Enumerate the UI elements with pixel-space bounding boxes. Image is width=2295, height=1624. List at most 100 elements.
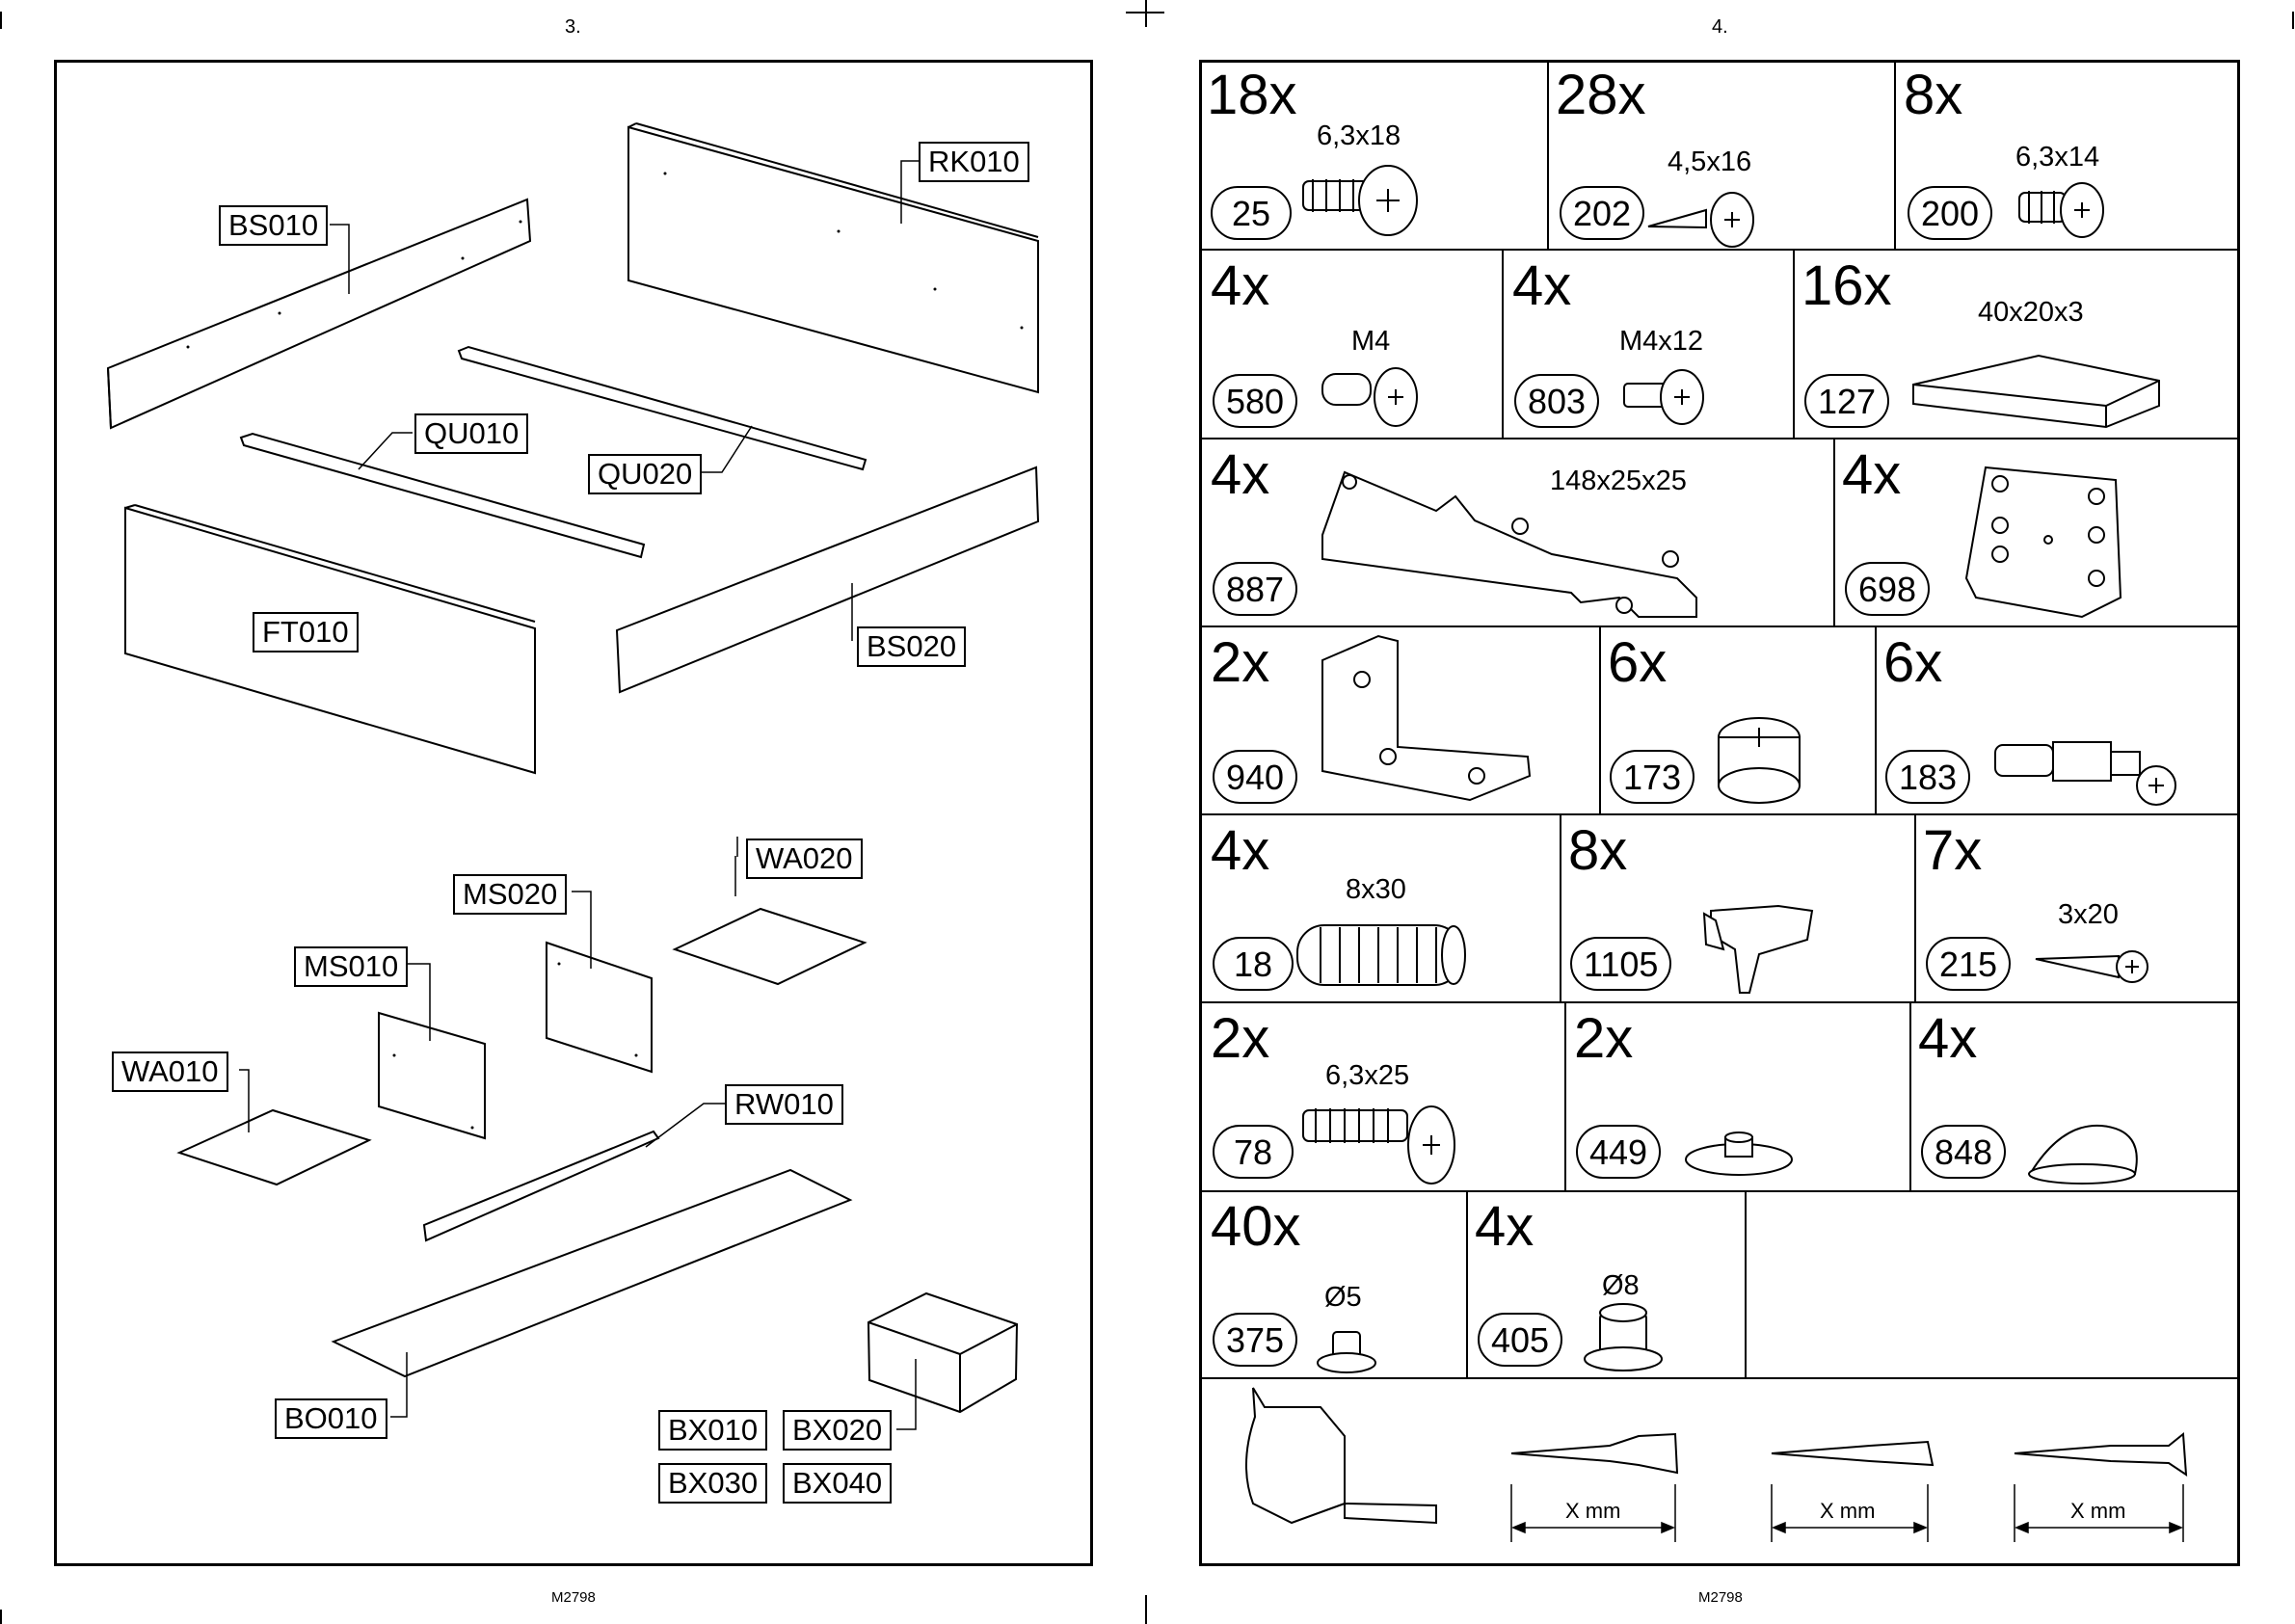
part-number-405: 405	[1478, 1313, 1563, 1367]
label-wa020: WA020	[746, 839, 863, 879]
crop-mark	[2292, 12, 2294, 29]
bolt-icon	[1623, 369, 1704, 425]
size-78: 6,3x25	[1325, 1060, 1410, 1091]
panel-ms010	[378, 1011, 486, 1140]
crop-mark	[1126, 12, 1164, 13]
part-number-215: 215	[1926, 937, 2012, 991]
size-127: 40x20x3	[1978, 297, 2084, 328]
shelf-support-icon	[1702, 904, 1814, 994]
insert-nut-icon	[1584, 1303, 1663, 1371]
size-375: Ø5	[1324, 1282, 1362, 1313]
bed-bracket-icon	[1321, 470, 1697, 618]
qty-127: 16x	[1801, 254, 1892, 317]
qty-183: 6x	[1883, 631, 1943, 694]
qty-405: 4x	[1475, 1195, 1534, 1258]
part-number-202: 202	[1560, 186, 1645, 240]
label-ms020: MS020	[453, 874, 568, 915]
label-rw010: RW010	[725, 1084, 843, 1125]
size-18: 8x30	[1346, 874, 1406, 905]
label-bx020: BX020	[783, 1410, 893, 1451]
size-580: M4	[1351, 326, 1391, 357]
footer-code-right: M2798	[1698, 1589, 1743, 1606]
qty-449: 2x	[1574, 1007, 1634, 1070]
part-number-803: 803	[1514, 374, 1600, 428]
measure-label-2: X mm	[1820, 1499, 1876, 1523]
size-25: 6,3x18	[1317, 120, 1401, 151]
part-number-887: 887	[1213, 562, 1298, 616]
parts-overview-frame	[54, 60, 1093, 1566]
label-bs010: BS010	[219, 205, 329, 246]
qty-887: 4x	[1211, 443, 1270, 506]
hardware-list-frame	[1199, 60, 2240, 1566]
part-number-580: 580	[1213, 374, 1298, 428]
qty-215: 7x	[1923, 819, 1983, 882]
part-number-940: 940	[1213, 750, 1298, 804]
screw-icon	[1771, 1440, 1935, 1467]
size-405: Ø8	[1602, 1270, 1640, 1301]
part-number-18: 18	[1213, 937, 1294, 991]
shim-block-icon	[1912, 354, 2160, 429]
screw-icon	[2035, 950, 2148, 983]
part-number-375: 375	[1213, 1313, 1298, 1367]
part-number-173: 173	[1610, 750, 1695, 804]
qty-848: 4x	[1918, 1007, 1978, 1070]
qty-18: 4x	[1211, 819, 1270, 882]
label-bx010: BX010	[658, 1410, 768, 1451]
part-number-200: 200	[1908, 186, 1993, 240]
label-rk010: RK010	[919, 142, 1029, 182]
measure-label-1: X mm	[1565, 1499, 1621, 1523]
corner-plate-icon	[1964, 466, 2122, 619]
screw-icon	[1510, 1432, 1679, 1475]
label-bx040: BX040	[783, 1463, 893, 1504]
part-number-127: 127	[1804, 374, 1890, 428]
part-number-183: 183	[1885, 750, 1971, 804]
crop-mark	[1145, 0, 1147, 27]
crop-mark	[1145, 1595, 1147, 1624]
label-wa010: WA010	[112, 1052, 228, 1092]
cam-bolt-icon	[1994, 741, 2176, 806]
glide-icon	[1685, 1131, 1793, 1176]
panel-wa020	[672, 907, 867, 986]
qty-25: 18x	[1207, 64, 1297, 126]
part-number-449: 449	[1576, 1125, 1662, 1179]
crop-mark	[0, 1610, 2, 1624]
part-number-78: 78	[1213, 1125, 1294, 1179]
label-bx030: BX030	[658, 1463, 768, 1504]
part-number-848: 848	[1921, 1125, 2007, 1179]
label-leaders	[239, 160, 921, 1430]
qty-580: 4x	[1211, 254, 1270, 317]
qty-940: 2x	[1211, 631, 1270, 694]
panel-bs020	[615, 466, 1040, 694]
qty-1105: 8x	[1568, 819, 1628, 882]
box-bx	[867, 1291, 1019, 1414]
measure-label-3: X mm	[2070, 1499, 2126, 1523]
page-number-right: 4.	[1712, 16, 1728, 38]
rail-qu020	[457, 345, 867, 471]
size-215: 3x20	[2058, 899, 2119, 930]
insert-nut-icon	[1317, 1331, 1376, 1373]
qty-803: 4x	[1512, 254, 1572, 317]
panel-drawings	[106, 122, 1040, 1414]
qty-173: 6x	[1608, 631, 1668, 694]
sleeve-nut-icon	[1321, 367, 1418, 427]
qty-200: 8x	[1904, 64, 1963, 126]
crop-mark	[0, 12, 2, 29]
qty-202: 28x	[1556, 64, 1646, 126]
size-803: M4x12	[1619, 326, 1704, 357]
screw-icon	[2014, 1432, 2188, 1477]
screw-icon	[1647, 192, 1754, 248]
part-number-1105: 1105	[1570, 937, 1672, 991]
rail-qu010	[239, 432, 646, 559]
panel-ms020	[546, 941, 653, 1074]
page-number-left: 3.	[565, 16, 581, 38]
qty-698: 4x	[1842, 443, 1902, 506]
cam-lock-icon	[1718, 717, 1801, 804]
panel-wa010	[176, 1108, 372, 1186]
panel-bo010	[331, 1168, 853, 1378]
footer-code-left: M2798	[551, 1589, 596, 1606]
label-bs020: BS020	[857, 626, 967, 667]
qty-375: 40x	[1211, 1195, 1301, 1258]
label-qu020: QU020	[588, 454, 703, 494]
